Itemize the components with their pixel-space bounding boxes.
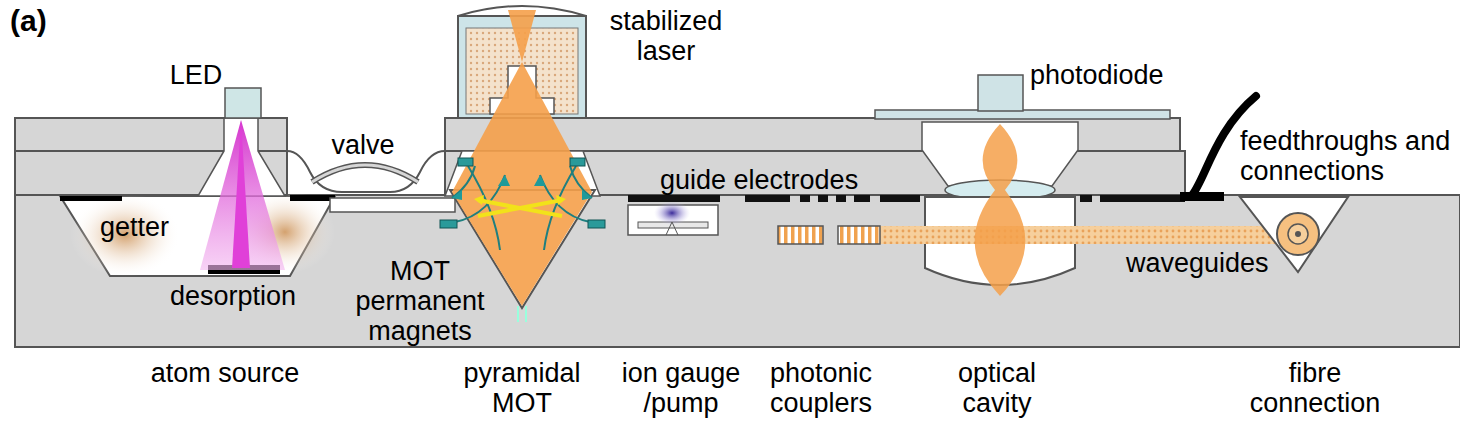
part-label: photodiode xyxy=(1030,60,1164,90)
part-label: getter xyxy=(100,212,169,242)
section-label: pyramidal MOT xyxy=(447,358,597,418)
panel-letter: (a) xyxy=(10,4,47,38)
part-label: waveguides xyxy=(1126,248,1269,278)
part-label: MOT permanent magnets xyxy=(345,256,495,347)
section-label: fibre connection xyxy=(1233,358,1398,418)
part-label: desorption xyxy=(170,281,296,311)
section-label: ion gauge /pump xyxy=(611,358,751,418)
section-label: optical cavity xyxy=(940,358,1055,418)
part-label: feedthroughs and connections xyxy=(1240,126,1455,186)
part-label: valve xyxy=(331,130,394,160)
part-label: guide electrodes xyxy=(660,165,858,195)
part-label: stabilized laser xyxy=(591,6,741,66)
part-label: LED xyxy=(170,60,223,90)
section-label: atom source xyxy=(151,358,300,388)
section-label: photonic couplers xyxy=(756,358,886,418)
